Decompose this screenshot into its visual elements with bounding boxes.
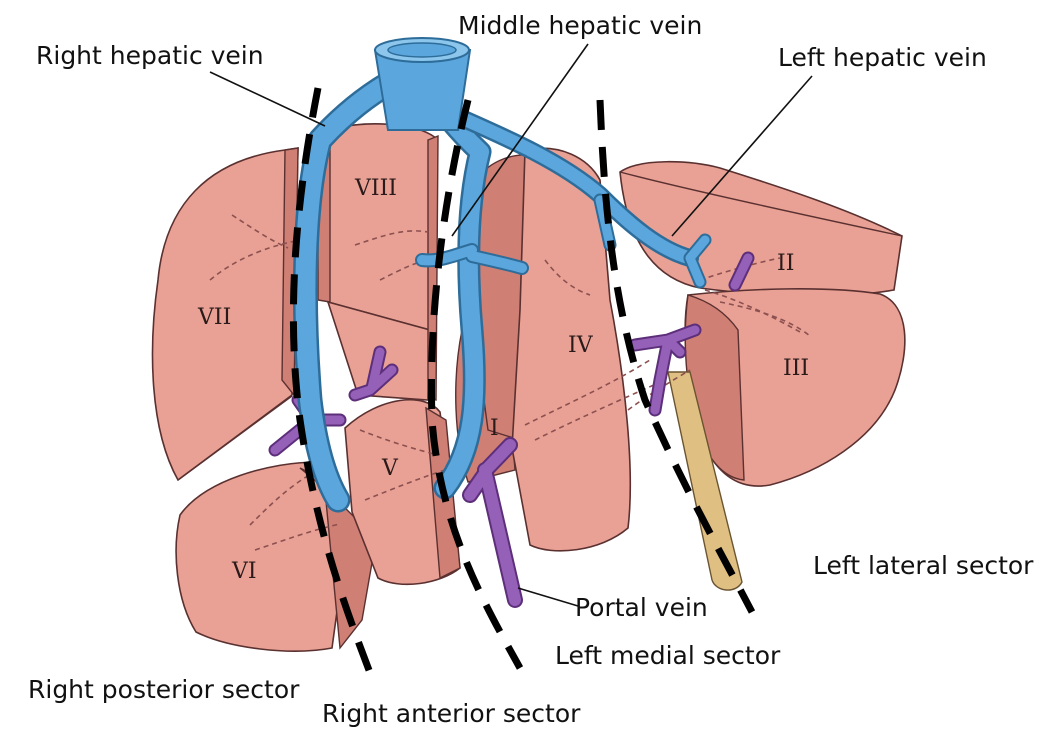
label-left-hepatic-vein: Left hepatic vein <box>778 43 987 72</box>
segment-ii <box>620 162 902 296</box>
segment-label-vii: VII <box>197 305 231 330</box>
label-left-medial-sector: Left medial sector <box>555 641 781 670</box>
segment-label-vi: VI <box>231 559 257 584</box>
segment-iii <box>685 289 905 486</box>
label-middle-hepatic-vein: Middle hepatic vein <box>458 11 702 40</box>
segment-label-viii: VIII <box>354 176 397 201</box>
label-left-lateral-sector: Left lateral sector <box>813 551 1034 580</box>
segment-label-iv: IV <box>568 333 594 358</box>
segment-label-v: V <box>381 456 399 481</box>
label-right-hepatic-vein: Right hepatic vein <box>36 41 264 70</box>
liver-segments <box>153 124 905 651</box>
label-right-anterior-sector: Right anterior sector <box>322 699 581 728</box>
segment-label-i: I <box>490 416 499 441</box>
segment-label-ii: II <box>777 251 794 276</box>
label-portal-vein: Portal vein <box>575 593 708 622</box>
segment-label-iii: III <box>783 356 809 381</box>
label-right-posterior-sector: Right posterior sector <box>28 675 300 704</box>
